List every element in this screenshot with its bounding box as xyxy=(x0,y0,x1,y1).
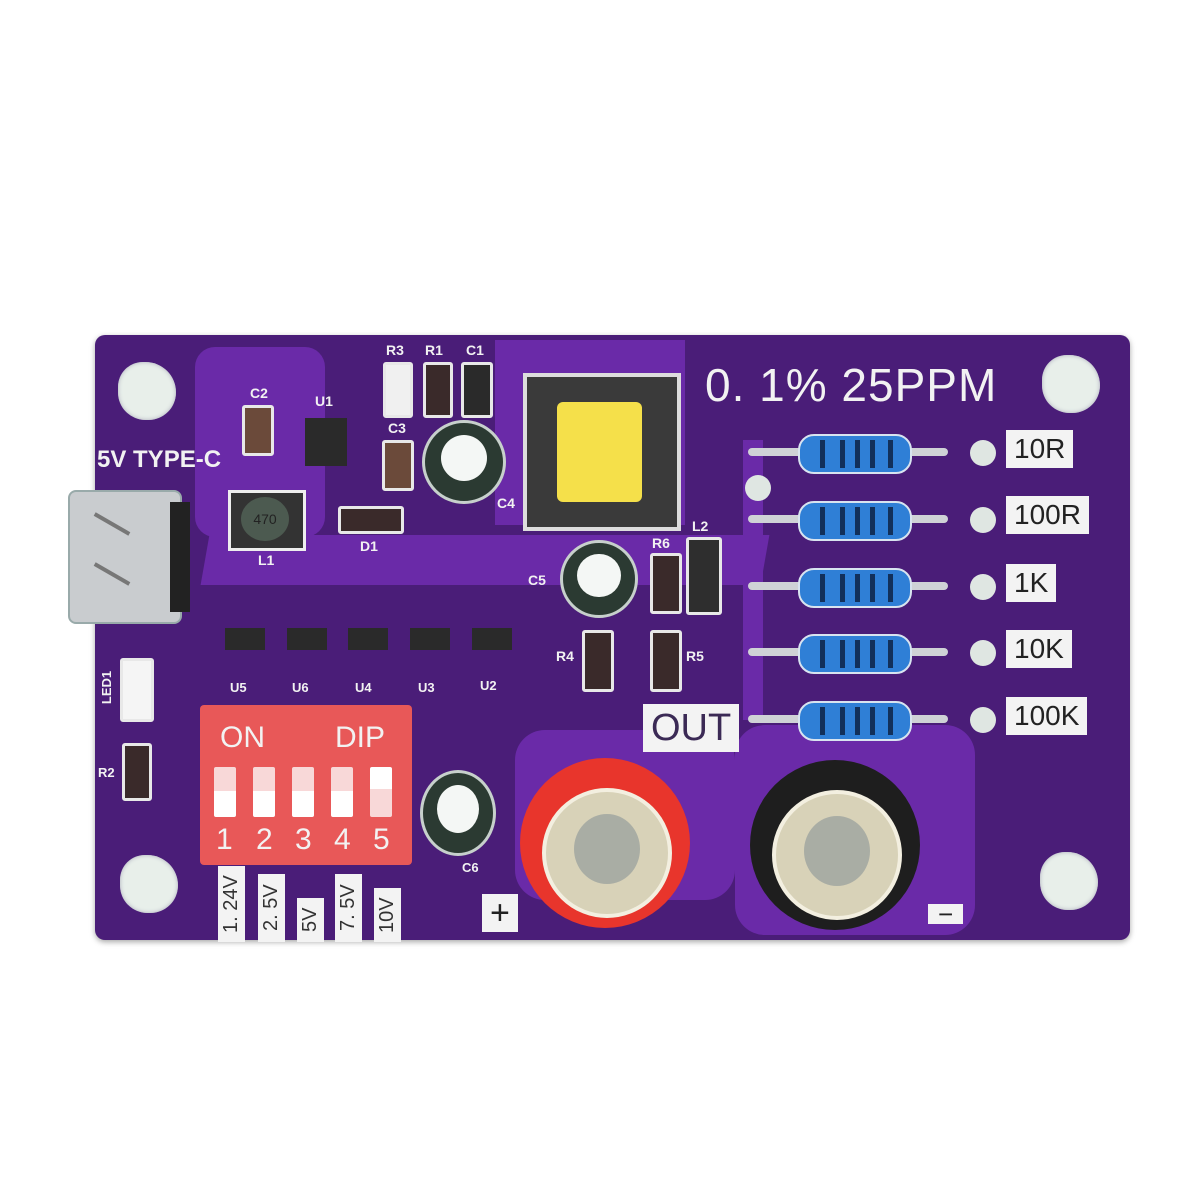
resistor-r3 xyxy=(383,362,413,418)
capacitor-c6 xyxy=(420,770,496,856)
resistor-label-100r: 100R xyxy=(1006,496,1089,534)
dip-switch-3[interactable] xyxy=(292,767,314,817)
jack-hole xyxy=(804,816,870,886)
mounting-hole xyxy=(120,855,178,913)
transistor-u4 xyxy=(348,628,388,650)
resistor-r2 xyxy=(122,743,152,801)
resistor-label-1k: 1K xyxy=(1006,564,1057,602)
ref-r1: R1 xyxy=(425,342,443,358)
ref-u3: U3 xyxy=(418,680,435,695)
dip-number-2: 2 xyxy=(256,823,273,856)
ref-u6: U6 xyxy=(292,680,309,695)
minus-label: − xyxy=(928,901,964,927)
resistor-r1 xyxy=(423,362,453,418)
transformer-core xyxy=(557,402,642,502)
voltage-label-2: 2. 5V xyxy=(258,874,285,942)
ref-c4: C4 xyxy=(497,495,515,511)
transistor-u6 xyxy=(287,628,327,650)
resistor-label-10r: 10R xyxy=(1006,430,1074,468)
transistor-u3 xyxy=(410,628,450,650)
resistor-label-10k: 10K xyxy=(1006,630,1072,668)
mounting-hole xyxy=(118,362,176,420)
jack-hole xyxy=(574,814,640,884)
ref-l1: L1 xyxy=(258,552,275,568)
mounting-hole xyxy=(1042,355,1100,413)
resistor-r6 xyxy=(650,553,682,614)
ref-r4: R4 xyxy=(556,648,574,664)
precision-resistor xyxy=(748,695,998,745)
voltage-label-1: 1. 24V xyxy=(218,866,245,942)
power-transformer xyxy=(523,373,681,531)
ref-c5: C5 xyxy=(528,572,546,588)
ref-c3: C3 xyxy=(388,420,406,436)
precision-spec-label: 0. 1% 25PPM xyxy=(705,359,998,411)
common-pad xyxy=(745,475,771,501)
mounting-hole xyxy=(1040,852,1098,910)
capacitor-c1 xyxy=(461,362,493,418)
ic-u1 xyxy=(305,418,347,466)
dip-switch-4[interactable] xyxy=(331,767,353,817)
positive-binding-post[interactable] xyxy=(520,758,690,928)
ref-l2: L2 xyxy=(692,518,709,534)
ref-r2: R2 xyxy=(98,765,115,780)
precision-resistor xyxy=(748,628,998,678)
dip-number-5: 5 xyxy=(373,823,390,856)
inductor-l1: 470 xyxy=(228,490,306,551)
connector-detail xyxy=(93,512,131,536)
dip-switch-1[interactable] xyxy=(214,767,236,817)
dip-switch-2[interactable] xyxy=(253,767,275,817)
ref-u5: U5 xyxy=(230,680,247,695)
transistor-u5 xyxy=(225,628,265,650)
ref-led1: LED1 xyxy=(99,670,115,705)
ref-d1: D1 xyxy=(360,538,378,554)
capacitor-c4 xyxy=(422,420,506,504)
ref-u2: U2 xyxy=(480,678,497,693)
dip-on-label: ON xyxy=(220,721,265,754)
dip-switch: ON DIP 1 2 3 4 5 xyxy=(200,705,412,865)
dip-number-1: 1 xyxy=(216,823,233,856)
ref-c2: C2 xyxy=(250,385,268,401)
voltage-label-5: 10V xyxy=(374,888,401,942)
ref-u1: U1 xyxy=(315,393,333,409)
transistor-u2 xyxy=(472,628,512,650)
dip-number-4: 4 xyxy=(334,823,351,856)
jack-ring xyxy=(772,790,902,920)
ref-u4: U4 xyxy=(355,680,372,695)
dip-brand-label: DIP xyxy=(335,721,386,754)
voltage-label-3: 5V xyxy=(297,898,324,942)
ref-c1: C1 xyxy=(466,342,484,358)
resistor-label-100k: 100K xyxy=(1006,697,1088,735)
precision-resistor xyxy=(748,428,998,478)
jack-ring xyxy=(542,788,672,918)
capacitor-c2 xyxy=(242,405,274,456)
output-label: OUT xyxy=(643,704,740,752)
inductor-marking: 470 xyxy=(241,497,289,541)
diode-d1 xyxy=(338,506,404,534)
negative-binding-post[interactable] xyxy=(750,760,920,930)
connector-pins xyxy=(170,502,190,612)
usb-label: 5V TYPE-C xyxy=(97,446,222,473)
plus-label: + xyxy=(482,894,518,932)
inductor-l2 xyxy=(686,537,722,615)
ref-r3: R3 xyxy=(386,342,404,358)
ref-r5: R5 xyxy=(686,648,704,664)
resistor-r5 xyxy=(650,630,682,692)
led-led1 xyxy=(120,658,154,722)
ref-r6: R6 xyxy=(652,535,670,551)
precision-resistor xyxy=(748,562,998,612)
resistor-r4 xyxy=(582,630,614,692)
usb-c-connector[interactable] xyxy=(68,490,190,624)
capacitor-c5 xyxy=(560,540,638,618)
connector-detail xyxy=(93,562,131,586)
dip-number-3: 3 xyxy=(295,823,312,856)
voltage-label-4: 7. 5V xyxy=(335,874,362,942)
precision-resistor xyxy=(748,495,998,545)
capacitor-c3 xyxy=(382,440,414,491)
dip-switch-5[interactable] xyxy=(370,767,392,817)
ref-c6: C6 xyxy=(462,860,479,875)
